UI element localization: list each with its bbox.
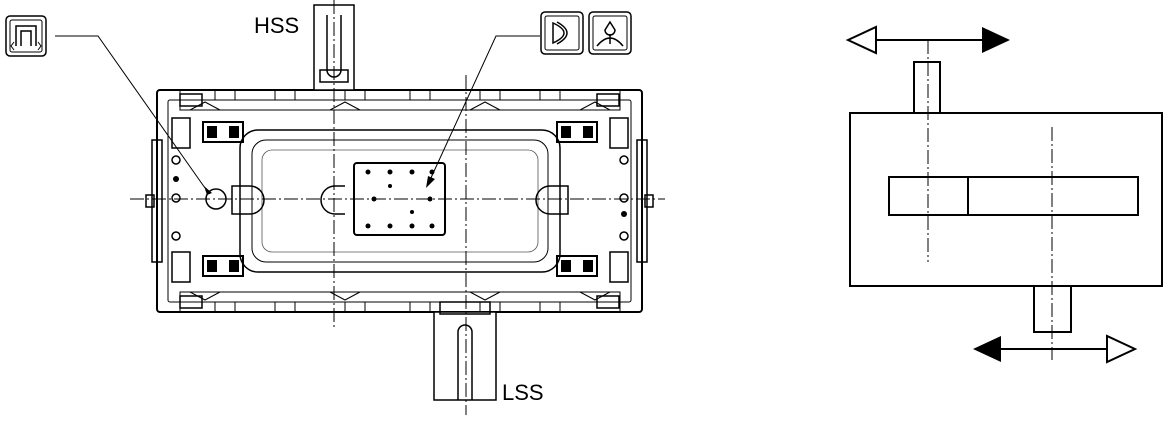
gear-pair [888, 176, 1139, 216]
inspection-leader-line [429, 35, 540, 181]
gearbox-top-view: HSS LSS [5, 0, 665, 415]
right-lifting-lug [535, 185, 569, 215]
housing-outline [156, 89, 643, 313]
inspection-eye-icon [540, 11, 584, 55]
lss-label: LSS [502, 380, 544, 405]
left-plug [145, 194, 155, 208]
top-rib-strip [179, 89, 621, 111]
left-lifting-lug [231, 185, 265, 215]
input-shaft [913, 61, 941, 114]
inner-cover-step [251, 139, 549, 263]
bearing-caps [171, 117, 629, 283]
side-bolts [171, 155, 629, 241]
inner-cover [239, 129, 561, 273]
oil-filling-icon [588, 11, 632, 55]
bottom-rib-strip [179, 291, 621, 313]
lss-shaft [433, 301, 497, 401]
right-side-flange [636, 139, 648, 263]
center-lug [320, 185, 345, 215]
housing-inner-outline [167, 99, 632, 303]
hss-label: HSS [254, 13, 299, 38]
right-plug [644, 194, 654, 208]
left-side-flange [151, 139, 163, 263]
rotation-schematic [845, 25, 1163, 364]
breather-symbol-icon [5, 15, 47, 57]
output-rotation-arrow [973, 334, 1138, 364]
input-rotation-arrow [845, 25, 1010, 55]
schematic-housing [849, 112, 1163, 287]
breather-leader-line [55, 35, 206, 189]
